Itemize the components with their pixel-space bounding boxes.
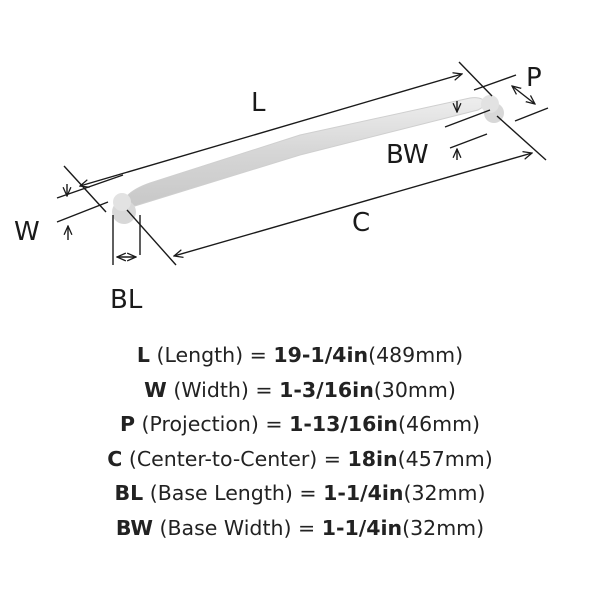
spec-imperial: 1-3/16in: [279, 377, 374, 402]
spec-name: (Length) =: [156, 343, 267, 367]
spec-code: W: [144, 377, 167, 402]
spec-metric: (30mm): [373, 377, 456, 402]
label-C: C: [352, 208, 370, 238]
label-BW: BW: [386, 140, 429, 170]
spec-width: W (Width) = 1-3/16in(30mm): [0, 373, 600, 408]
label-L: L: [251, 88, 266, 118]
spec-length: L (Length) = 19-1/4in(489mm): [0, 338, 600, 373]
dimension-diagram: L W P C BL BW: [14, 61, 549, 315]
spec-imperial: 1-13/16in: [289, 412, 399, 436]
spec-metric: (489mm): [368, 343, 464, 367]
spec-imperial: 18in: [347, 446, 398, 471]
spec-base-length: BL (Base Length) = 1-1/4in(32mm): [0, 476, 600, 511]
label-BL: BL: [110, 285, 143, 315]
length-dimension-line: [80, 74, 462, 186]
specifications-list: L (Length) = 19-1/4in(489mm) W (Width) =…: [0, 338, 600, 545]
spec-name: (Width) =: [173, 377, 273, 402]
spec-name: (Base Width) =: [159, 515, 316, 540]
spec-imperial: 1-1/4in: [321, 515, 403, 540]
spec-name: (Center-to-Center) =: [128, 446, 341, 471]
spec-metric: (32mm): [403, 481, 486, 505]
label-P: P: [526, 63, 542, 93]
label-W: W: [14, 217, 40, 247]
spec-code: P: [119, 412, 135, 436]
spec-imperial: 19-1/4in: [273, 343, 369, 367]
spec-code: L: [136, 343, 150, 367]
spec-base-width: BW (Base Width) = 1-1/4in(32mm): [0, 511, 600, 546]
spec-code: C: [107, 446, 123, 471]
spec-name: (Base Length) =: [149, 481, 317, 505]
spec-code: BL: [114, 481, 144, 505]
spec-name: (Projection) =: [141, 412, 283, 436]
spec-metric: (32mm): [402, 515, 485, 540]
spec-center-to-center: C (Center-to-Center) = 18in(457mm): [0, 442, 600, 477]
spec-code: BW: [115, 515, 153, 540]
projection-dimension-line: [512, 86, 535, 104]
center-to-center-dimension-line: [174, 153, 532, 256]
spec-metric: (46mm): [398, 412, 481, 436]
spec-imperial: 1-1/4in: [323, 481, 404, 505]
spec-metric: (457mm): [397, 446, 493, 471]
spec-projection: P (Projection) = 1-13/16in(46mm): [0, 407, 600, 442]
